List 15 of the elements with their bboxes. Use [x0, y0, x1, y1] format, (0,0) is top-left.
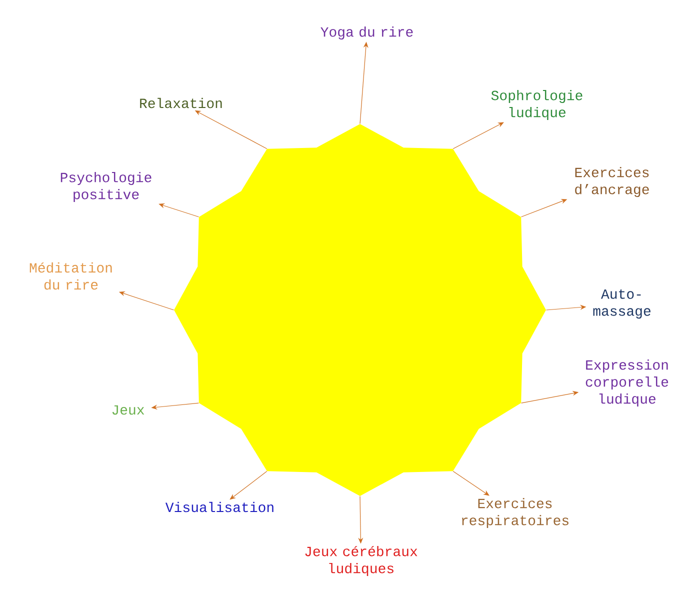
activity-label: Exercices respiratoires	[462, 498, 568, 528]
activity-label: Expression corporelle ludique	[586, 359, 668, 407]
activity-label: Psychologie positive	[60, 172, 152, 202]
activity-label: Méditation du rire	[30, 262, 112, 290]
activity-label: Jeux	[112, 405, 144, 415]
activity-label: Yoga du rire	[320, 26, 413, 40]
star-shape	[174, 124, 546, 496]
activity-label: Exercices d’ancrage	[575, 166, 649, 198]
activity-label: Jeux cérébraux ludiques	[305, 546, 418, 576]
arrow	[452, 470, 490, 496]
arrow	[452, 122, 504, 150]
activity-label: Sophrologie ludique	[491, 90, 582, 120]
activity-label: Relaxation	[140, 98, 222, 108]
activity-label: Auto-massage	[593, 289, 650, 319]
activity-label: Visualisation	[165, 502, 274, 512]
